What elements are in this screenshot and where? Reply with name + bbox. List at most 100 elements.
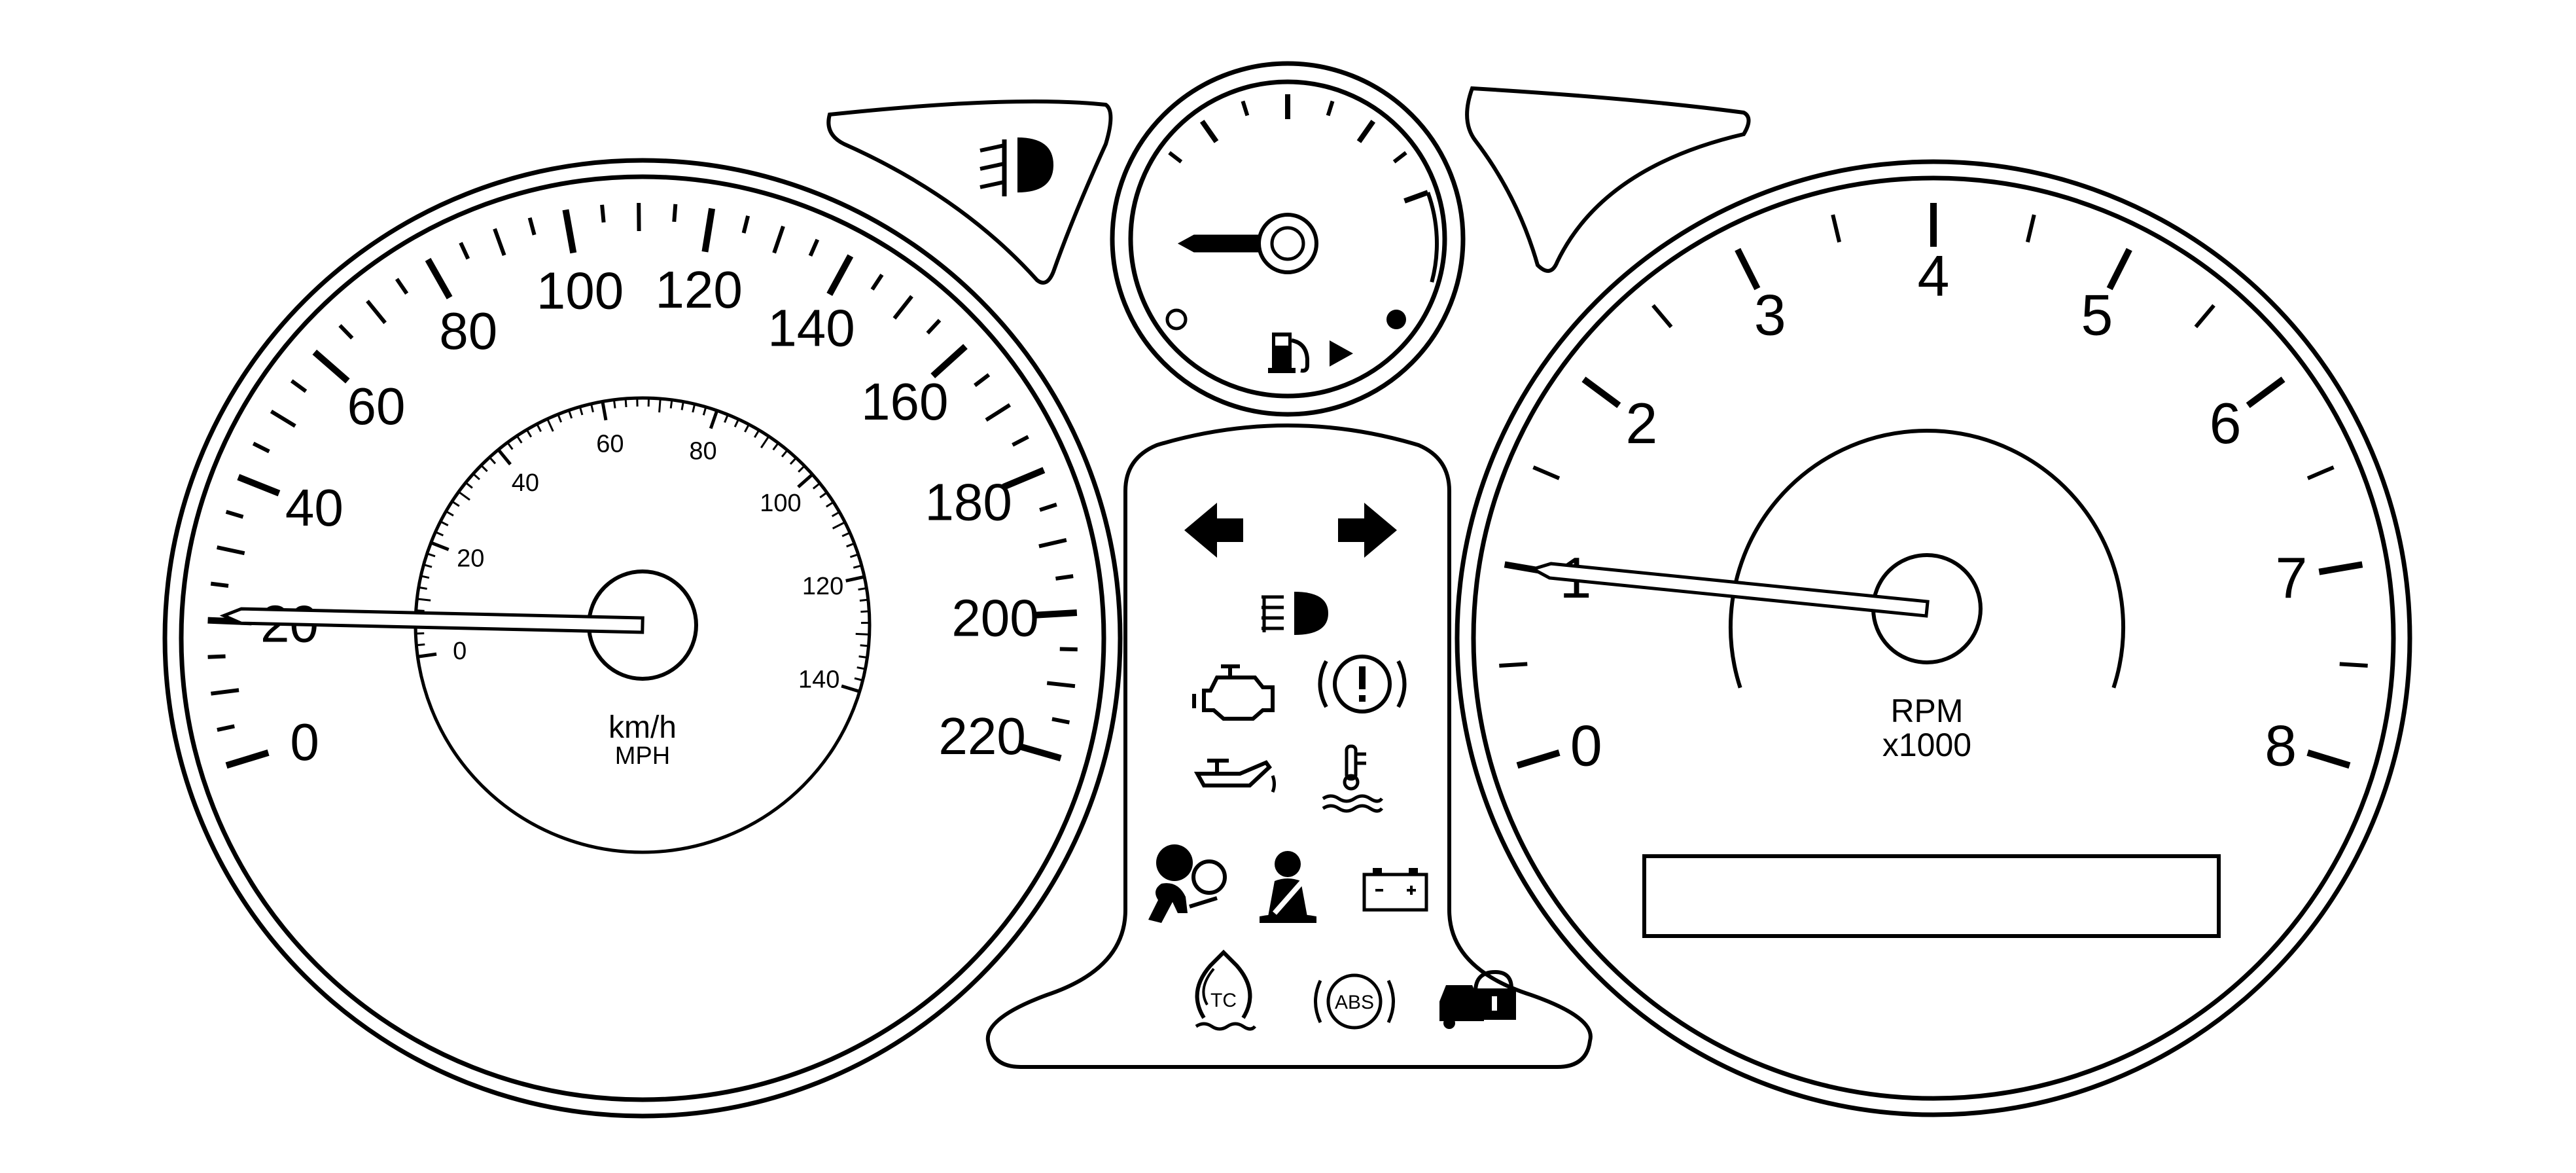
speed-tick [237,474,281,497]
mph-tick [724,415,729,424]
tachometer-unit-multiplier: x1000 [1882,727,1971,763]
fuel-empty-marker [1165,308,1188,331]
mph-tick [466,482,473,489]
speed-label: 0 [290,713,319,771]
mph-tick [744,425,749,433]
rpm-label: 5 [2081,282,2113,347]
mph-tick [797,474,813,488]
speed-label: 100 [537,262,624,320]
mph-tick [831,511,839,518]
mph-tick [772,443,779,451]
mph-tick [841,532,849,537]
rpm-label: 8 [2265,713,2297,778]
mph-tick [845,575,864,583]
speedometer-inner-bezel [179,174,1106,1102]
mph-label: 60 [596,430,624,458]
rpm-tick [2106,247,2132,291]
mph-tick [473,473,480,480]
abs-icon: ABS [1314,973,1395,1030]
odometer-display [1642,854,2221,938]
brake-warning-icon [1318,655,1407,713]
rpm-tick [1831,214,1842,243]
speed-tick [701,208,716,253]
speed-tick [270,409,296,428]
speed-label: 160 [861,372,948,431]
mph-tick [854,677,862,681]
mph-tick [428,552,436,558]
speed-tick [217,724,235,732]
speed-tick [672,204,678,223]
mph-tick [789,458,796,465]
mph-tick [481,465,488,473]
mph-tick [754,431,760,439]
fuel-gauge-hub-inner [1270,226,1305,261]
speedometer: 020406080100120140160180200220 020406080… [162,158,1123,1119]
mph-label: 20 [457,545,484,573]
speed-tick [741,215,750,234]
speed-tick [1051,717,1070,725]
tachometer-labels: 012345678 [1560,244,2308,778]
mph-tick [489,458,497,465]
left-wing-panel [826,99,1113,285]
mph-label: 120 [802,573,843,600]
speed-tick [493,228,506,257]
warning-light-panel: TC ABS [985,424,1593,1069]
speed-unit-primary: km/h [609,710,677,745]
mph-tick [516,436,523,444]
tachometer-needle [1528,562,1930,618]
high-beam-icon [1262,592,1328,635]
speed-tick [892,295,913,320]
mph-tick [421,575,430,579]
tachometer-unit-rpm: RPM [1890,693,1963,729]
mph-tick [692,405,696,413]
mph-tick [431,541,450,551]
speed-tick [974,373,991,388]
mph-tick [812,483,820,490]
speed-label: 80 [439,302,497,360]
speedometer-outer-ticks [207,202,1078,769]
fog-lamp-icon [979,137,1053,196]
tachometer-inner-arc [1729,429,2125,689]
speed-label: 140 [768,299,855,357]
mph-tick [860,644,868,647]
speed-tick [930,344,968,378]
mph-scale-ticks [417,399,868,693]
tachometer: 012345678 RPM x1000 [1455,159,2412,1117]
fuel-gauge-outer-bezel [1110,61,1466,417]
speed-tick [772,225,785,254]
mph-tick [846,543,854,548]
speed-tick [1038,537,1067,549]
rpm-tick [1735,247,1761,291]
rpm-tick [2339,662,2368,668]
speedometer-needle [219,607,644,634]
fuel-tick [1199,119,1219,143]
speed-tick [1039,502,1057,512]
rpm-tick [2025,214,2036,243]
speed-label: 220 [938,707,1025,765]
speed-tick [338,324,354,340]
mph-tick [537,424,542,433]
mph-tick [858,587,866,591]
check-engine-icon [1192,664,1275,721]
speed-label: 60 [347,377,406,435]
speed-tick [366,299,387,325]
airbag-icon [1148,844,1227,923]
mph-tick [526,430,533,438]
fuel-tick [1326,100,1335,117]
speed-tick [1055,574,1074,581]
mph-tick [568,411,573,419]
rpm-tick [2318,561,2363,575]
rpm-label: 0 [1570,713,1602,778]
mph-tick [507,442,514,450]
mph-label: 0 [453,638,467,665]
mph-tick [702,408,707,416]
speed-tick [562,209,577,254]
speed-tick [290,379,308,393]
mph-tick [497,449,512,465]
fuel-full-marker [1386,310,1406,329]
fuel-tick [1241,100,1250,117]
rpm-label: 6 [2210,391,2242,456]
traction-control-icon: TC [1195,949,1256,1031]
